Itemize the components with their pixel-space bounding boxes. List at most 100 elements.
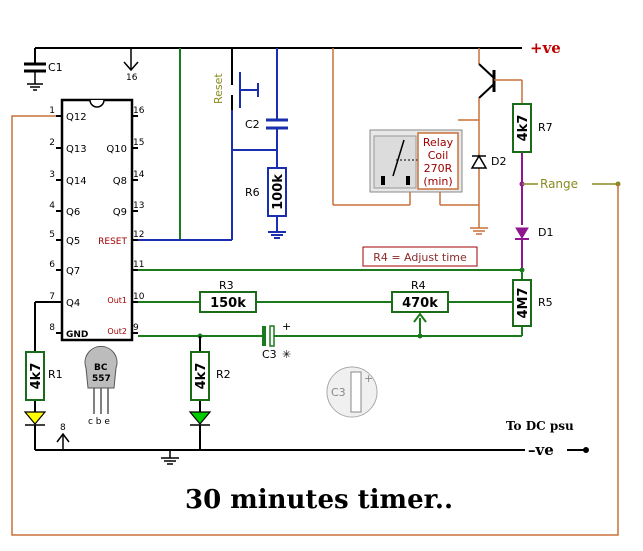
r4-wiper-arrow xyxy=(413,312,427,323)
r1-body xyxy=(25,351,45,401)
r2-value: 4k7 xyxy=(194,363,209,390)
r6-value: 100k xyxy=(271,174,286,210)
ic-right-pin-number: 10 xyxy=(133,292,145,302)
relay-contact-2 xyxy=(406,176,410,185)
negative-terminal xyxy=(583,447,589,453)
c3-label: C3 xyxy=(262,348,277,361)
r3-body xyxy=(199,291,257,313)
ic-right-pin-name: Out1 xyxy=(107,296,127,305)
adjust-note: R4 = Adjust time xyxy=(373,251,467,264)
ic-right-pin-number: 12 xyxy=(133,230,144,240)
d2-label: D2 xyxy=(491,155,506,168)
r3-value: 150k xyxy=(210,296,246,311)
pin8-arrow xyxy=(56,432,70,443)
c2-label: C2 xyxy=(245,118,260,131)
c3-illustration-plus: + xyxy=(364,372,373,385)
positive-label: +ve xyxy=(530,39,561,57)
ic-right-pin-name: Q9 xyxy=(113,207,127,218)
bc557-illustration xyxy=(84,346,118,414)
led-green xyxy=(188,411,212,425)
ic-left-pin-number: 2 xyxy=(49,138,55,148)
reset-label: Reset xyxy=(212,73,225,104)
ic-left-pin-number: 6 xyxy=(49,260,55,270)
c3-node xyxy=(417,333,423,339)
ic-right-pin-name: Q8 xyxy=(113,176,127,187)
ic-right-pin-number: 16 xyxy=(133,106,145,116)
ic-left-pin-number: 8 xyxy=(49,323,55,333)
ic-left-pin-name: Q13 xyxy=(66,144,87,155)
negative-label: –ve xyxy=(528,441,554,459)
psu-label: To DC psu xyxy=(506,419,574,433)
relay-line-1: Relay xyxy=(423,136,454,149)
led-yellow xyxy=(23,411,47,425)
range-label: Range xyxy=(540,177,578,191)
r2-body xyxy=(190,351,210,401)
ic-left-pin-name: Q6 xyxy=(66,207,80,218)
adjust-note-box xyxy=(362,246,478,267)
relay-line-3: 270R xyxy=(424,162,453,175)
ic-left-pin-name: Q5 xyxy=(66,236,80,247)
c3-plate-right xyxy=(269,325,275,347)
r7-name: R7 xyxy=(538,121,553,134)
range-loop-wire xyxy=(11,115,619,536)
ic-right-pin-number: 9 xyxy=(133,323,139,333)
ic-left-pin-name: Q4 xyxy=(66,298,80,309)
diagram-title: 30 minutes timer.. xyxy=(185,485,453,515)
c1-label: C1 xyxy=(48,61,63,74)
ic-left-pin-name: Q7 xyxy=(66,266,80,277)
ic-left-pin-name: Q12 xyxy=(66,112,87,123)
r5-body xyxy=(512,279,532,327)
c3-illustration-body xyxy=(350,371,362,413)
d1-label: D1 xyxy=(538,226,553,239)
bc557-line-1: BC xyxy=(94,363,108,373)
relay-coil-box xyxy=(417,132,459,190)
r5-value: 4M7 xyxy=(516,287,531,318)
ic-right-pin-number: 15 xyxy=(133,138,144,148)
c3-star: ✳ xyxy=(282,348,291,361)
ic-left-pin-number: 1 xyxy=(49,106,55,116)
r7-body xyxy=(512,103,532,153)
d1-diode xyxy=(515,227,529,239)
ic-left-pin-name: Q14 xyxy=(66,176,87,187)
r5-name: R5 xyxy=(538,296,553,309)
pin8-label: 8 xyxy=(60,423,66,433)
relay-line-4: (min) xyxy=(423,175,452,188)
ic-left-pin-number: 4 xyxy=(49,201,55,211)
ic-right-pin-name: Out2 xyxy=(107,327,127,336)
ic-right-pin-name: RESET xyxy=(98,237,127,247)
relay-line-2: Coil xyxy=(428,149,449,162)
r6-body xyxy=(267,167,287,217)
pin16-arrow xyxy=(123,61,139,72)
pin16-label: 16 xyxy=(126,73,138,83)
c3-illustration-label: C3 xyxy=(331,386,346,399)
relay-switch-blade xyxy=(392,139,405,177)
ic-left-pin-name: GND xyxy=(66,330,88,340)
r4-value: 470k xyxy=(402,296,438,311)
transistor-emitter-leg xyxy=(478,63,495,79)
r6-name: R6 xyxy=(245,186,260,199)
relay-contact-1 xyxy=(381,176,385,185)
ic-right-pin-name: Q10 xyxy=(106,144,127,155)
ic-left-pin-number: 5 xyxy=(49,230,55,240)
ic-left-pin-number: 7 xyxy=(49,292,55,302)
r3-name: R3 xyxy=(219,279,234,292)
d2-diode xyxy=(470,154,488,169)
r1-value: 4k7 xyxy=(29,363,44,390)
ic-4060 xyxy=(60,98,134,342)
transistor-collector xyxy=(478,83,495,99)
c3-plate-left xyxy=(262,326,266,346)
r4-body xyxy=(391,291,449,313)
ic-notch xyxy=(89,99,105,108)
bc557-line-2: 557 xyxy=(92,374,111,384)
ic-right-pin-number: 13 xyxy=(133,201,144,211)
c3-plus: + xyxy=(282,320,291,333)
ic-left-pin-number: 3 xyxy=(49,170,55,180)
r7-value: 4k7 xyxy=(516,115,531,142)
r4-name: R4 xyxy=(411,279,426,292)
r2-name: R2 xyxy=(216,368,231,381)
bc557-pins: c b e xyxy=(88,417,110,427)
